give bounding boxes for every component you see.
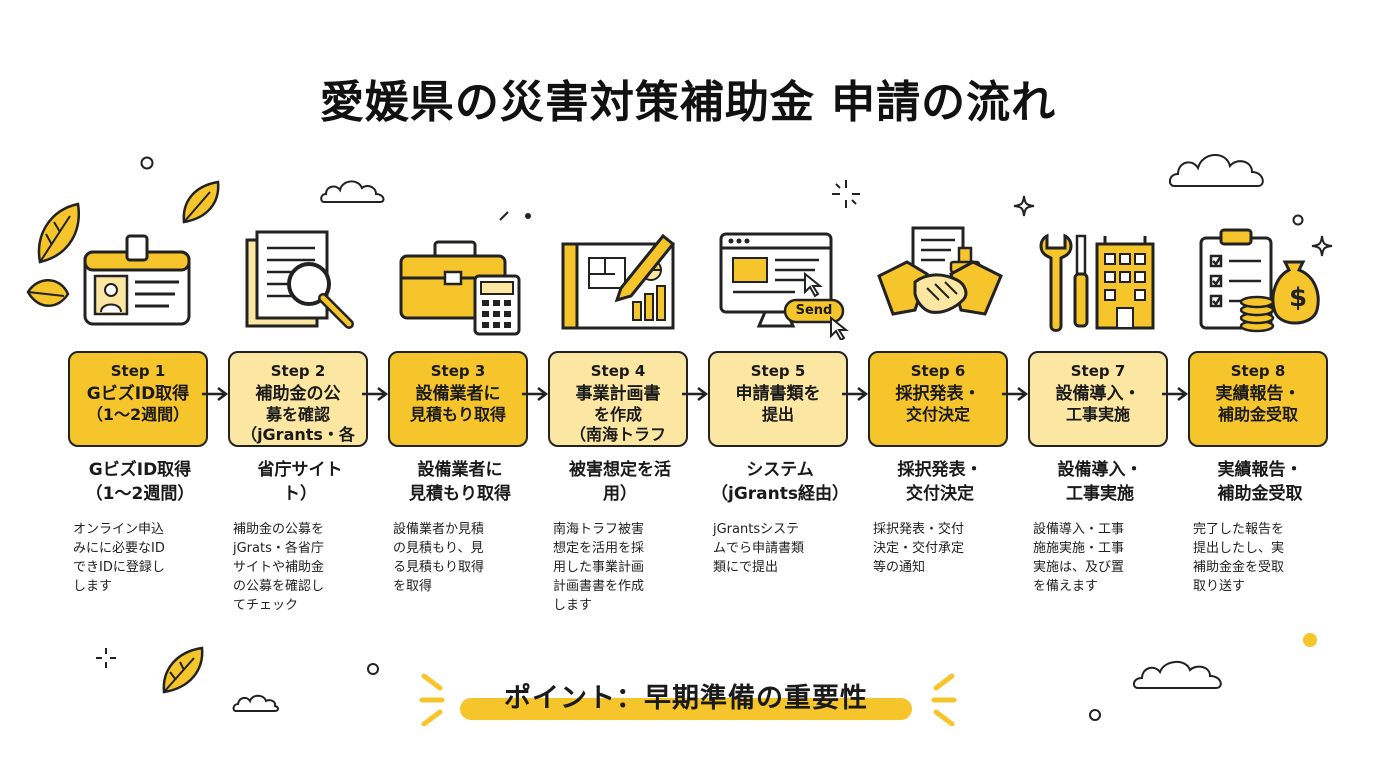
step-number: Step 3 bbox=[430, 362, 486, 380]
step-label: 採択発表・ bbox=[895, 384, 981, 404]
step-box: Step 7 設備導入・ 工事実施 bbox=[1028, 351, 1168, 447]
step-sub: 補助金受取 bbox=[1217, 405, 1298, 424]
step-box: Step 1 GビズID取得 （1〜2週間） bbox=[68, 351, 208, 447]
page-title: 愛媛県の災害対策補助金 申請の流れ bbox=[319, 77, 1057, 128]
arrow-right-icon bbox=[522, 387, 549, 401]
sparkle-icon bbox=[1311, 235, 1333, 257]
arrow-right-icon bbox=[1002, 387, 1029, 401]
step-box: Step 5 申請書類を 提出 bbox=[708, 351, 848, 447]
step-label: 設備業者に bbox=[415, 384, 501, 404]
step-subtitle: 採択発表・交付決定 bbox=[897, 460, 983, 504]
step-label: 設備導入・ bbox=[1055, 384, 1141, 404]
step-description: jGrantsシステムでら申請書類類にで提出 bbox=[713, 522, 805, 575]
step-number: Step 4 bbox=[590, 362, 646, 380]
arrow-right-icon bbox=[842, 387, 869, 401]
step-subtitle: 設備業者に見積もり取得 bbox=[409, 460, 511, 504]
step-label: GビズID取得 bbox=[86, 384, 190, 404]
arrow-right-icon bbox=[362, 387, 389, 401]
cloud-icon bbox=[1168, 154, 1264, 187]
step-box: Step 3 設備業者に 見積もり取得 bbox=[388, 351, 528, 447]
step-description: 設備導入・工事施施実施・工事実施は、及び置を備えます bbox=[1033, 522, 1125, 594]
step-number: Step 1 bbox=[110, 362, 166, 380]
circle-icon bbox=[367, 663, 379, 675]
cloud-icon bbox=[1132, 661, 1222, 689]
step-subtitle: 設備導入・工事実施 bbox=[1057, 460, 1143, 504]
cloud-icon bbox=[320, 180, 385, 203]
step-subtitle: システム（jGrants経由） bbox=[711, 460, 849, 504]
step-sub: 工事実施 bbox=[1065, 405, 1130, 424]
step-label: 申請書類を bbox=[735, 384, 821, 404]
step-sub: を作成 bbox=[593, 405, 642, 424]
step-label: 補助金の公 bbox=[255, 384, 341, 404]
circle-icon bbox=[1089, 709, 1101, 721]
step-description: 南海トラフ被害想定を活用を採用した事業計画計画書書を作成します bbox=[553, 522, 645, 613]
point-text: ポイント：早期準備の重要性 bbox=[504, 683, 868, 714]
leaf-icon bbox=[162, 646, 204, 694]
emphasis-lines-icon bbox=[931, 673, 957, 726]
step-sub-extra: （南海トラフ bbox=[569, 425, 666, 444]
sparkle-icon bbox=[1013, 195, 1035, 217]
step-sub: 見積もり取得 bbox=[409, 405, 506, 424]
id-card-icon bbox=[83, 234, 191, 326]
circle-icon bbox=[1292, 214, 1304, 226]
step-description: 完了した報告を提出したし、実補助金金を受取取り送す bbox=[1193, 522, 1285, 594]
step-label: 事業計画書 bbox=[575, 384, 661, 404]
toolbox-calculator-icon bbox=[399, 240, 521, 336]
sparkle-icon bbox=[96, 648, 116, 668]
handshake-icon bbox=[877, 226, 1003, 316]
step-number: Step 5 bbox=[750, 362, 806, 380]
step-sub: 提出 bbox=[761, 405, 794, 424]
step-number: Step 7 bbox=[1070, 362, 1126, 380]
circle-icon bbox=[140, 156, 154, 170]
blueprint-pencil-icon bbox=[561, 233, 676, 330]
step-box: Step 6 採択発表・ 交付決定 bbox=[868, 351, 1008, 447]
step-description: 設備業者か見積の見積もり、見る見積もり取得を取得 bbox=[393, 522, 485, 594]
arrow-right-icon bbox=[202, 387, 229, 401]
arrow-right-icon bbox=[1162, 387, 1189, 401]
cloud-icon bbox=[232, 694, 279, 712]
document-search-icon bbox=[245, 230, 354, 329]
step-number: Step 8 bbox=[1230, 362, 1286, 380]
send-button-label: Send bbox=[795, 303, 833, 318]
step-box: Step 2 補助金の公 募を確認 （jGrants・各 bbox=[228, 351, 368, 447]
step-description: 採択発表・交付決定・交付承定等の通知 bbox=[873, 522, 965, 575]
tools-building-icon bbox=[1039, 233, 1155, 332]
step-number: Step 6 bbox=[910, 362, 966, 380]
step-sub: 交付決定 bbox=[905, 405, 970, 424]
step-subtitle: 省庁サイトト） bbox=[257, 460, 343, 504]
svg-text:$: $ bbox=[1289, 283, 1307, 313]
point-highlight bbox=[460, 698, 912, 720]
point-banner: ポイント：早期準備の重要性 bbox=[460, 676, 912, 722]
step-number: Step 2 bbox=[270, 362, 326, 380]
checklist-money-icon: $ bbox=[1199, 228, 1320, 333]
dot-icon bbox=[525, 213, 531, 219]
send-monitor-icon bbox=[719, 232, 849, 342]
step-subtitle: 実績報告・補助金受取 bbox=[1217, 460, 1303, 504]
leaf-icon bbox=[182, 180, 220, 224]
step-subtitle: GビズID取得（1〜2週間） bbox=[85, 460, 195, 504]
sparkle-icon bbox=[499, 211, 509, 221]
step-sub-extra: （jGrants・各 bbox=[241, 425, 355, 444]
step-box: Step 4 事業計画書 を作成 （南海トラフ bbox=[548, 351, 688, 447]
arrow-right-icon bbox=[682, 387, 709, 401]
step-label: 実績報告・ bbox=[1215, 384, 1301, 404]
step-box: Step 8 実績報告・ 補助金受取 bbox=[1188, 351, 1328, 447]
step-subtitle: 被害想定を活用） bbox=[569, 460, 671, 504]
emphasis-lines-icon bbox=[419, 673, 445, 726]
step-sub: （1〜2週間） bbox=[86, 405, 190, 424]
dot-icon bbox=[1303, 633, 1317, 647]
sparkle-icon bbox=[832, 180, 860, 208]
step-sub: 募を確認 bbox=[265, 405, 330, 424]
leaf-icon bbox=[26, 279, 70, 307]
leaf-icon bbox=[37, 202, 80, 264]
